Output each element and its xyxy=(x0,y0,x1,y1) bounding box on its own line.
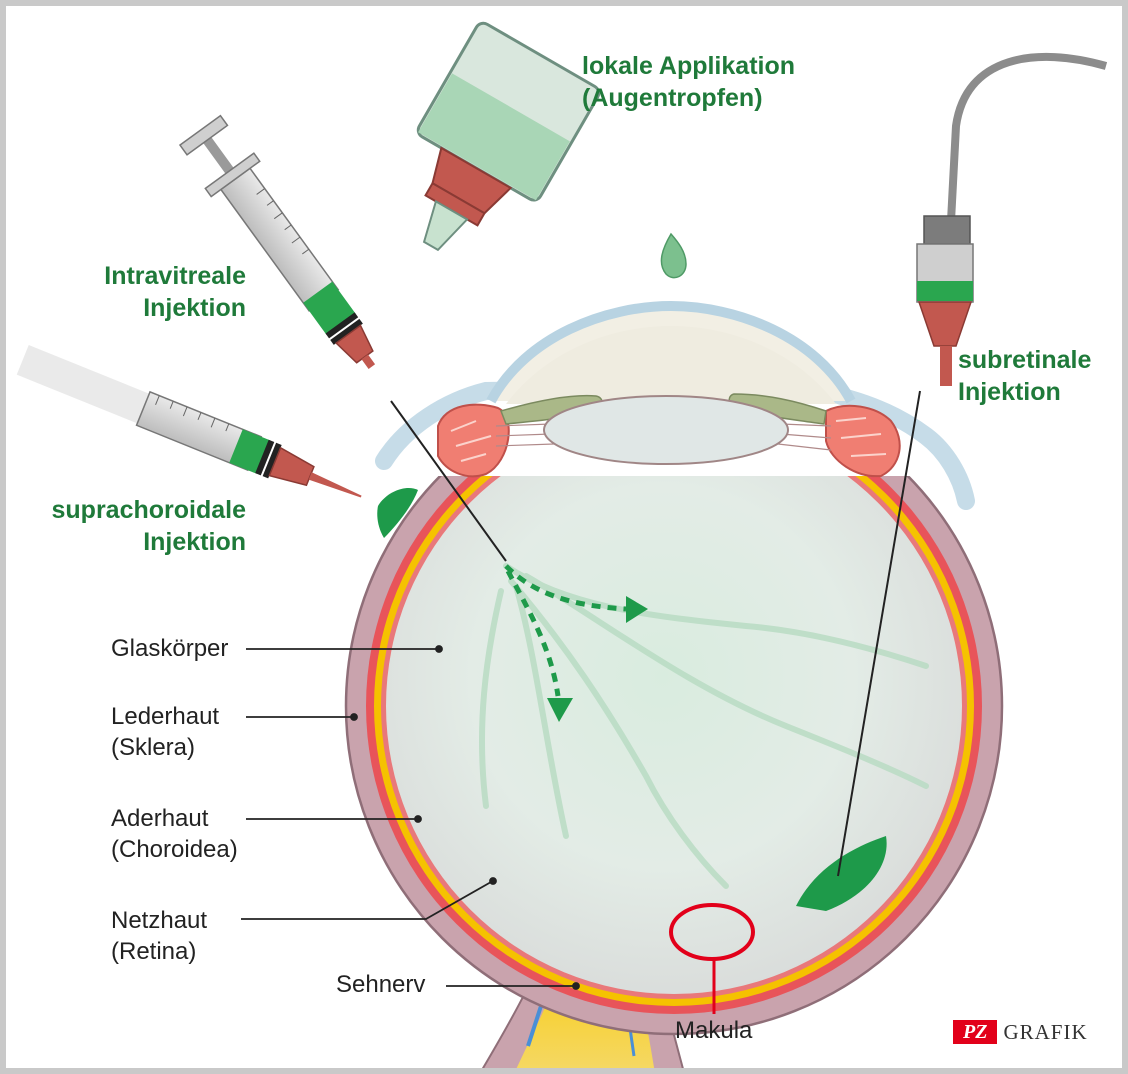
label-lokale-line1: lokale Applikation xyxy=(582,52,796,80)
label-lokale-line2: (Augentropfen) xyxy=(582,84,763,112)
arrow-head-down xyxy=(547,698,573,722)
label-sehnerv: Sehnerv xyxy=(336,971,426,998)
label-aderhaut: Aderhaut (Choroidea) xyxy=(111,804,238,865)
label-intravitreale-line1: Intravitreale xyxy=(104,262,246,290)
label-netzhaut-line1: Netzhaut xyxy=(111,907,208,934)
label-subretinale-line1: subretinale xyxy=(958,346,1092,374)
vitreous-fibers xyxy=(478,563,929,889)
leader-lines xyxy=(241,645,580,990)
subretinal-cannula xyxy=(837,52,1108,877)
label-intravitreale-line2: Injektion xyxy=(143,294,246,322)
label-netzhaut-line2: (Retina) xyxy=(111,937,197,965)
zonular-fibers xyxy=(495,423,832,451)
arrow-head-right xyxy=(626,596,648,623)
label-suprachoroidale-line2: Injektion xyxy=(143,528,246,556)
label-subretinale: subretinale Injektion xyxy=(958,344,1091,408)
grafik-text: GRAFIK xyxy=(1003,1019,1088,1044)
label-suprachoroidale: suprachoroidale Injektion xyxy=(26,494,247,558)
lens xyxy=(543,395,789,465)
subretinal-depot xyxy=(796,836,887,911)
pz-grafik-logo: PZ GRAFIK xyxy=(953,1020,1088,1044)
eye-illustration xyxy=(16,21,1108,1068)
label-lederhaut-line2: (Sklera) xyxy=(111,733,196,761)
eyedrop-bottle xyxy=(416,21,601,252)
label-aderhaut-line2: (Choroidea) xyxy=(111,835,238,863)
ciliary-body-left xyxy=(437,403,510,478)
label-makula: Makula xyxy=(675,1017,753,1044)
label-netzhaut: Netzhaut (Retina) xyxy=(111,906,207,967)
intravitreal-syringe xyxy=(178,114,376,369)
label-lokale-applikation: lokale Applikation (Augentropfen) xyxy=(582,50,795,114)
label-lederhaut-line1: Lederhaut xyxy=(111,703,220,730)
pz-logo-mark: PZ xyxy=(953,1020,998,1044)
ciliary-body-right xyxy=(825,404,901,478)
label-subretinale-line2: Injektion xyxy=(958,378,1061,406)
sclera-layer xyxy=(344,376,1004,1036)
label-glaskoerper: Glaskörper xyxy=(111,635,229,662)
label-suprachoroidale-line1: suprachoroidale xyxy=(51,496,247,524)
suprachoroidal-syringe xyxy=(16,345,362,498)
macula-marker xyxy=(669,903,755,961)
label-aderhaut-line1: Aderhaut xyxy=(111,805,209,832)
diffusion-arrows xyxy=(504,564,627,697)
eye-drop xyxy=(660,232,687,279)
label-intravitreale: Intravitreale Injektion xyxy=(46,260,246,324)
label-lederhaut: Lederhaut (Sklera) xyxy=(111,702,219,763)
suprachoroidal-depot xyxy=(377,487,418,538)
